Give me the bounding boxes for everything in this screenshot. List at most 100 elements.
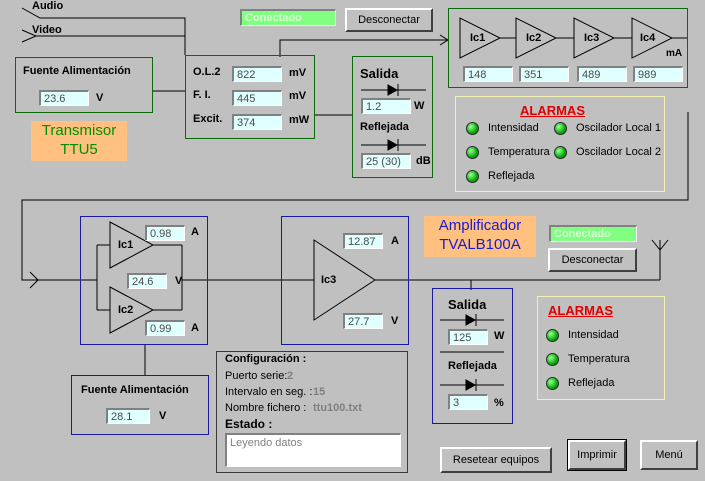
- reset-button[interactable]: Resetear equipos: [440, 447, 552, 473]
- amp-alarm-led-intensidad: [546, 329, 559, 342]
- tx-alarm-label-temperatura: Temperatura: [488, 146, 550, 158]
- amp-alarm-led-temperatura: [546, 353, 559, 366]
- stage-ic3-value: 489: [577, 66, 627, 82]
- amp-ic3-current: 12.87: [343, 233, 383, 249]
- tx-output-box: Salida 1.2 W Reflejada 25 (30) dB: [352, 56, 433, 178]
- menu-button[interactable]: Menú: [640, 440, 698, 470]
- audio-label: Audio: [32, 0, 64, 12]
- amp-alarm-led-reflejada: [546, 377, 559, 390]
- tx-alarm-led-osc-local-2: [554, 146, 567, 159]
- tx-power-supply-box: Fuente Alimentación 23.6 V: [15, 57, 153, 113]
- amp-ic2-label: Ic2: [118, 304, 134, 316]
- tx-power-supply-title: Fuente Alimentación: [23, 65, 131, 77]
- tx-osc-box: O.L.2 822 mV F. I. 445 mV Excit. 374 mW: [185, 55, 315, 139]
- amp-ic1-value: 0.98: [145, 225, 185, 241]
- amp-ic3-voltage-unit: V: [391, 315, 399, 327]
- tx-reflected-unit: dB: [416, 155, 431, 167]
- amp-alarm-label-reflejada: Reflejada: [568, 377, 615, 389]
- ol2-value: 822: [232, 66, 282, 82]
- tx-power-supply-unit: V: [96, 92, 104, 104]
- transmitter-name-line2: TTU5: [60, 141, 98, 158]
- serial-port-label: Puerto serie:: [225, 370, 288, 382]
- tx-alarm-led-temperatura: [466, 146, 479, 159]
- interval-label: Intervalo en seg. :: [225, 386, 313, 398]
- amp-output-title: Salida: [448, 297, 487, 312]
- stage-ic4-value: 989: [633, 66, 683, 82]
- stage-ic2-label: Ic2: [526, 32, 542, 44]
- amp-ic2-unit: A: [191, 322, 199, 334]
- stage-unit: mA: [666, 48, 683, 59]
- amp-power-supply-title: Fuente Alimentación: [81, 384, 189, 396]
- tx-power-supply-value: 23.6: [39, 90, 89, 106]
- stage-ic4-label: Ic4: [640, 32, 656, 44]
- tx-alarm-label-osc-local-1: Oscilador Local 1: [576, 122, 661, 134]
- ol2-label: O.L.2: [193, 66, 221, 78]
- tx-status-field: Conectado: [240, 9, 336, 26]
- amp-ic2-value: 0.99: [145, 320, 185, 336]
- stage-ic2-value: 351: [519, 66, 569, 82]
- amp-reflected-title: Reflejada: [448, 360, 497, 372]
- tx-output-title: Salida: [360, 66, 399, 81]
- state-label: Estado :: [225, 417, 273, 431]
- tx-alarm-label-intensidad: Intensidad: [488, 122, 539, 134]
- tx-alarm-label-osc-local-2: Oscilador Local 2: [576, 146, 661, 158]
- tx-output-value: 1.2: [361, 98, 411, 114]
- filename-value: ttu100.txt: [313, 402, 362, 414]
- amp-voltage-unit: V: [175, 275, 183, 287]
- tx-alarm-led-intensidad: [466, 122, 479, 135]
- excit-value: 374: [232, 114, 282, 130]
- amp-ic1-unit: A: [191, 226, 199, 238]
- amp-disconnect-button[interactable]: Desconectar: [548, 248, 637, 272]
- config-title: Configuración :: [225, 353, 307, 365]
- ol2-unit: mV: [289, 67, 307, 79]
- amp-alarm-label-intensidad: Intensidad: [568, 329, 619, 341]
- amplifier-name-line2: TVALB100A: [439, 236, 521, 253]
- amp-ic3-voltage: 27.7: [343, 313, 383, 329]
- stage-ic3-label: Ic3: [584, 32, 600, 44]
- excit-unit: mW: [289, 114, 310, 126]
- amp-reflected-unit: %: [494, 397, 504, 409]
- amp-output-box: Salida 125 W Reflejada 3 %: [432, 288, 513, 424]
- stage-ic1-label: Ic1: [470, 32, 486, 44]
- tx-alarm-led-osc-local-1: [554, 122, 567, 135]
- tx-alarms-title: ALARMAS: [520, 103, 585, 118]
- config-panel: Configuración : Puerto serie: 2 Interval…: [216, 351, 408, 473]
- amp-status-field: Conectado: [549, 225, 637, 242]
- amp-power-supply-unit: V: [159, 410, 167, 422]
- filename-label: Nombre fichero :: [225, 402, 307, 414]
- fi-label: F. I.: [193, 89, 211, 101]
- tx-stages-box: [448, 8, 688, 88]
- amp-alarm-label-temperatura: Temperatura: [568, 353, 630, 365]
- amp-power-supply-value: 28.1: [106, 408, 150, 424]
- interval-value: 15: [313, 386, 326, 398]
- tx-alarm-led-reflejada: [466, 170, 479, 183]
- amp-ic3-current-unit: A: [391, 235, 399, 247]
- amplifier-name-line1: Amplificador: [438, 217, 522, 234]
- state-field: Leyendo datos: [225, 433, 401, 467]
- amp-ic3-box: [281, 216, 409, 345]
- amp-ic3-label: Ic3: [321, 274, 337, 286]
- amp-alarms-title: ALARMAS: [548, 303, 613, 318]
- amp-ic1-label: Ic1: [118, 239, 134, 251]
- tx-disconnect-button[interactable]: Desconectar: [345, 8, 433, 32]
- amp-output-value: 125: [448, 329, 488, 345]
- amplifier-title: Amplificador TVALB100A: [424, 216, 536, 257]
- amp-reflected-value: 3: [448, 394, 488, 410]
- tx-alarms-panel: ALARMAS Intensidad Temperatura Reflejada…: [455, 96, 665, 192]
- serial-port-value: 2: [287, 370, 294, 382]
- fi-value: 445: [232, 90, 282, 106]
- tx-output-unit: W: [414, 100, 425, 112]
- amp-power-supply-box: Fuente Alimentación 28.1 V: [71, 375, 209, 435]
- transmitter-name-line1: Transmisor: [41, 122, 117, 139]
- fi-unit: mV: [289, 90, 307, 102]
- amp-voltage-value: 24.6: [127, 273, 167, 289]
- print-button[interactable]: Imprimir: [567, 439, 627, 471]
- stage-ic1-value: 148: [463, 66, 513, 82]
- amp-ic12-box: [80, 216, 208, 345]
- tx-reflected-title: Reflejada: [360, 121, 409, 133]
- tx-alarm-label-reflejada: Reflejada: [488, 170, 535, 182]
- amp-alarms-panel: ALARMAS Intensidad Temperatura Reflejada: [537, 296, 665, 400]
- amp-output-unit: W: [494, 330, 505, 342]
- tx-reflected-value: 25 (30): [361, 153, 411, 169]
